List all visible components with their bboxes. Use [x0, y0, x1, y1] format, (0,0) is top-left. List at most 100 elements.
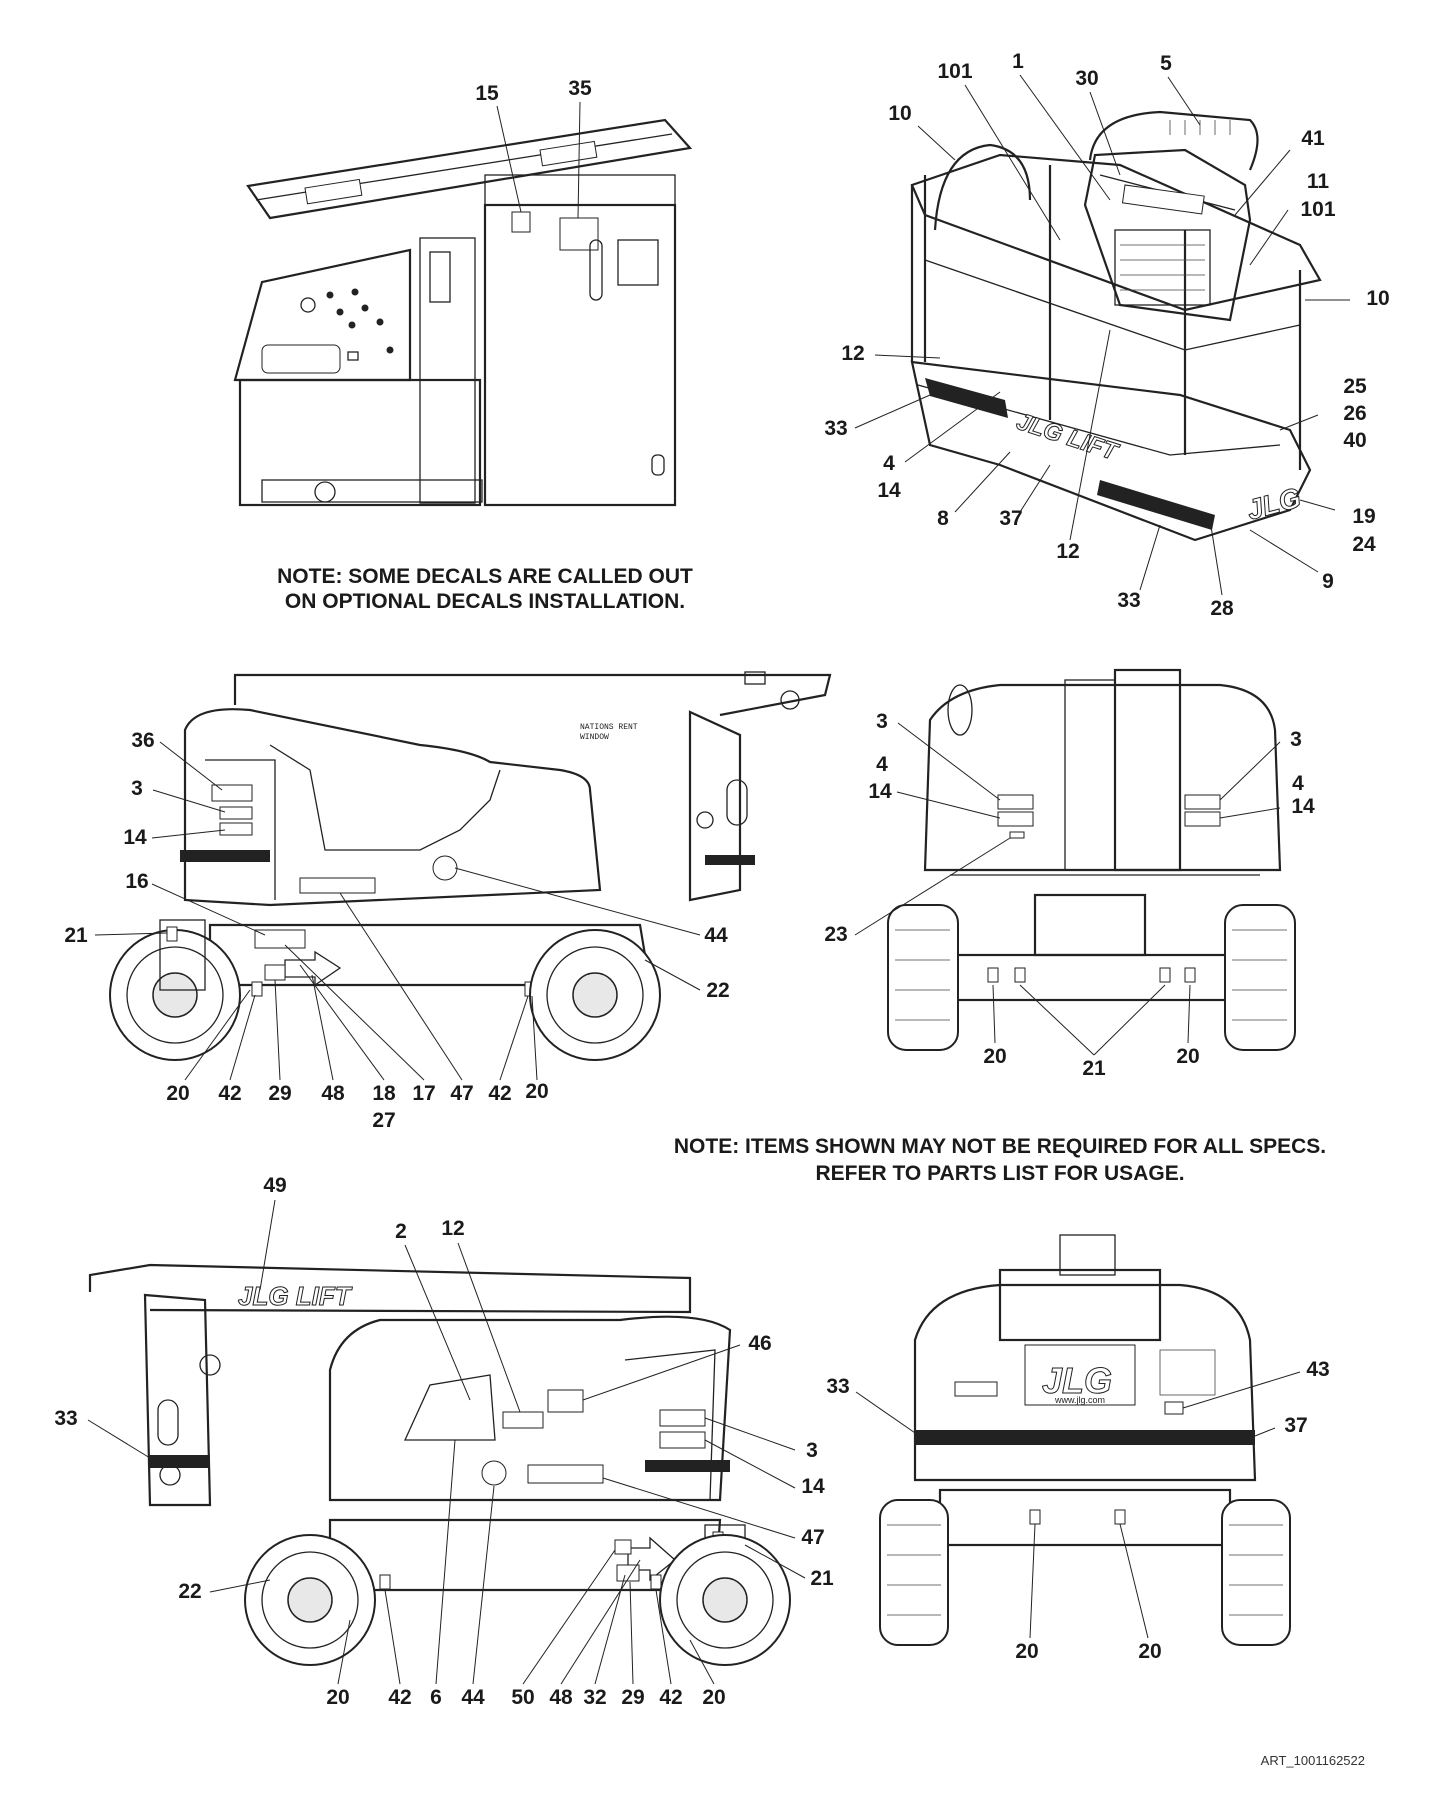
callout-47-left: 47 — [450, 1082, 473, 1105]
callout-4: 4 — [883, 452, 895, 475]
decals-note-line2: ON OPTIONAL DECALS INSTALLATION. — [285, 590, 685, 613]
rear-left-tire — [887, 904, 959, 1051]
callout-20-rear-right: 20 — [1176, 1045, 1199, 1068]
callout-101b: 101 — [1300, 198, 1335, 221]
callout-36: 36 — [131, 729, 154, 752]
callout-43: 43 — [1306, 1358, 1329, 1381]
callout-10b: 10 — [1366, 287, 1389, 310]
callout-33: 33 — [824, 417, 847, 440]
front-logo: JLG — [1042, 1360, 1112, 1401]
callout-42-left-a: 42 — [218, 1082, 241, 1105]
specs-note-line1: NOTE: ITEMS SHOWN MAY NOT BE REQUIRED FO… — [674, 1135, 1326, 1158]
rear-right-tire — [1224, 904, 1296, 1051]
callout-42-left-b: 42 — [488, 1082, 511, 1105]
platform-logo: JLG — [1244, 482, 1305, 526]
callout-20-left-b: 20 — [525, 1080, 548, 1103]
window-text-line1: NATIONS RENT — [580, 723, 638, 732]
decal-50 — [614, 1539, 632, 1555]
right-side-view: JLG LIFT — [88, 1263, 791, 1666]
callout-33b: 33 — [1117, 589, 1140, 612]
callout-3-rear-right: 3 — [1290, 728, 1302, 751]
callout-30: 30 — [1075, 67, 1098, 90]
callout-14: 14 — [877, 479, 901, 502]
right-boom-logo: JLG LIFT — [238, 1281, 353, 1311]
callout-4-rear-right: 4 — [1292, 772, 1304, 795]
callout-14-rear-left: 14 — [868, 780, 892, 803]
callout-3-rear-left: 3 — [876, 710, 888, 733]
callout-37: 37 — [999, 507, 1022, 530]
callout-8: 8 — [937, 507, 949, 530]
callout-41: 41 — [1301, 127, 1325, 150]
callout-14-left: 14 — [123, 826, 147, 849]
callout-18: 18 — [372, 1082, 396, 1105]
notes: NOTE: SOME DECALS ARE CALLED OUT ON OPTI… — [277, 565, 1326, 1185]
front-logo-panel — [1024, 1344, 1136, 1406]
callout-101: 101 — [937, 60, 972, 83]
callout-47-right: 47 — [801, 1526, 824, 1549]
callout-21-left: 21 — [64, 924, 88, 947]
front-left-tire — [879, 1499, 949, 1646]
turntable-view — [233, 118, 693, 507]
callout-15: 15 — [475, 82, 499, 105]
decal-36 — [211, 784, 253, 802]
left-stripes — [180, 850, 755, 865]
callout-33-front: 33 — [826, 1375, 849, 1398]
callout-1: 1 — [1012, 50, 1024, 73]
decal-3-rear-left — [997, 794, 1034, 810]
callout-10: 10 — [888, 102, 911, 125]
callout-37-front: 37 — [1284, 1414, 1307, 1437]
callout-2: 2 — [395, 1220, 407, 1243]
decal-16-left — [254, 929, 306, 949]
decal-14-left — [219, 822, 253, 836]
callout-26: 26 — [1343, 402, 1366, 425]
specs-note-line2: REFER TO PARTS LIST FOR USAGE. — [815, 1162, 1184, 1185]
callout-44-right: 44 — [461, 1686, 485, 1709]
decal-15 — [511, 211, 531, 233]
callout-22-right: 22 — [178, 1580, 201, 1603]
platform-view: JLG LIFT JLG — [910, 110, 1322, 542]
callout-29-left: 29 — [268, 1082, 291, 1105]
rear-view-callouts: 3 4 14 3 4 14 23 20 21 20 — [824, 710, 1315, 1080]
callout-29-right: 29 — [621, 1686, 644, 1709]
front-view: JLG www.jlg.com — [879, 1234, 1291, 1646]
callout-5: 5 — [1160, 52, 1172, 75]
front-right-tire — [1221, 1499, 1291, 1646]
callout-3-right: 3 — [806, 1439, 818, 1462]
callout-32: 32 — [583, 1686, 606, 1709]
callout-25: 25 — [1343, 375, 1367, 398]
decal-33-stripes — [925, 378, 1215, 530]
callout-49: 49 — [263, 1174, 286, 1197]
decal-23 — [1009, 831, 1025, 839]
callout-48-left: 48 — [321, 1082, 345, 1105]
decal-44-left — [432, 855, 458, 881]
window-text-line2: WINDOW — [580, 733, 609, 742]
callout-20-left-a: 20 — [166, 1082, 189, 1105]
callout-12b: 12 — [1056, 540, 1079, 563]
callout-9: 9 — [1322, 570, 1334, 593]
callout-48-right: 48 — [549, 1686, 573, 1709]
art-id: ART_1001162522 — [1261, 1753, 1365, 1768]
callout-14-rear-right: 14 — [1291, 795, 1315, 818]
callout-14-right: 14 — [801, 1475, 825, 1498]
callout-50: 50 — [511, 1686, 534, 1709]
callout-20-front-left: 20 — [1015, 1640, 1038, 1663]
callout-4-rear-left: 4 — [876, 753, 888, 776]
callout-42-right-b: 42 — [659, 1686, 682, 1709]
callout-21-rear: 21 — [1082, 1057, 1106, 1080]
callout-21-right: 21 — [810, 1567, 834, 1590]
callout-42-right-a: 42 — [388, 1686, 411, 1709]
callout-12: 12 — [841, 342, 864, 365]
decal-21-left — [166, 926, 178, 942]
callout-28: 28 — [1210, 597, 1234, 620]
callout-12-right: 12 — [441, 1217, 464, 1240]
callout-19: 19 — [1352, 505, 1375, 528]
left-side-callouts: 36 3 14 16 21 44 22 20 42 29 48 18 27 17… — [64, 729, 729, 1132]
callout-33-right: 33 — [54, 1407, 77, 1430]
callout-6: 6 — [430, 1686, 442, 1709]
decals-note-line1: NOTE: SOME DECALS ARE CALLED OUT — [277, 565, 693, 588]
callout-24: 24 — [1352, 533, 1376, 556]
decal-3-right — [659, 1409, 706, 1427]
decal-46 — [547, 1389, 584, 1413]
callout-27: 27 — [372, 1109, 395, 1132]
